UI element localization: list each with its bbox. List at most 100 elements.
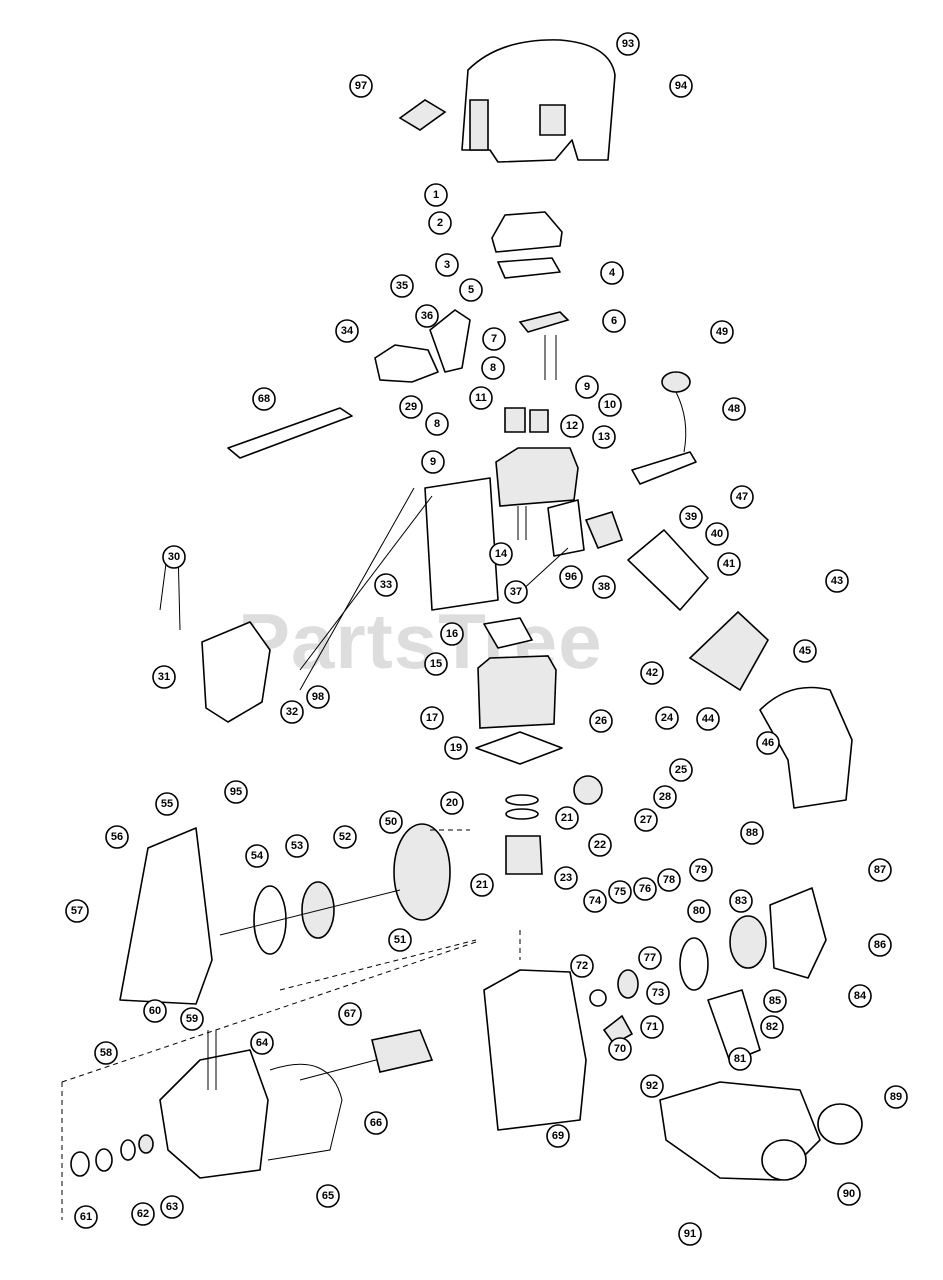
callout-79: 79 — [689, 858, 713, 882]
callout-number: 86 — [874, 939, 886, 951]
callout-number: 26 — [595, 715, 607, 727]
callout-56: 56 — [105, 825, 129, 849]
callout-number: 94 — [675, 80, 688, 92]
callout-47: 47 — [730, 485, 754, 509]
callout-circle — [608, 1037, 632, 1061]
callout-number: 57 — [71, 905, 83, 917]
callout-number: 41 — [723, 558, 735, 570]
callout-number: 8 — [434, 418, 440, 430]
callout-number: 58 — [100, 1047, 112, 1059]
callout-54: 54 — [245, 844, 269, 868]
callout-circle — [730, 485, 754, 509]
callout-circle — [687, 899, 711, 923]
callout-circle — [657, 868, 681, 892]
callout-8: 8 — [481, 356, 505, 380]
callout-97: 97 — [349, 74, 373, 98]
callout-63: 63 — [160, 1195, 184, 1219]
callout-5: 5 — [459, 278, 483, 302]
callout-2: 2 — [428, 211, 452, 235]
callout-number: 74 — [589, 895, 602, 907]
callout-circle — [250, 1031, 274, 1055]
callout-36: 36 — [415, 304, 439, 328]
callout-circle — [546, 1124, 570, 1148]
callout-number: 97 — [355, 80, 367, 92]
callout-number: 24 — [661, 712, 674, 724]
callout-number: 83 — [735, 895, 747, 907]
callout-circle — [316, 1184, 340, 1208]
callout-circle — [481, 356, 505, 380]
callout-circle — [756, 731, 780, 755]
callout-number: 64 — [256, 1037, 269, 1049]
callout-60: 60 — [143, 999, 167, 1023]
callout-number: 42 — [646, 667, 658, 679]
callout-number: 15 — [430, 658, 442, 670]
callout-circle — [554, 866, 578, 890]
callout-circle — [570, 954, 594, 978]
callout-circle — [504, 580, 528, 604]
callout-circle — [655, 706, 679, 730]
callout-57: 57 — [65, 899, 89, 923]
callout-circle — [459, 278, 483, 302]
callout-circle — [825, 569, 849, 593]
callout-circle — [717, 552, 741, 576]
callout-circle — [669, 758, 693, 782]
callout-circle — [868, 933, 892, 957]
callout-circle — [280, 700, 304, 724]
callout-circle — [424, 652, 448, 676]
callout-44: 44 — [696, 707, 720, 731]
callout-circle — [696, 707, 720, 731]
callout-21: 21 — [555, 806, 579, 830]
callout-circle — [640, 1074, 664, 1098]
callout-circle — [440, 622, 464, 646]
callout-circle — [364, 1111, 388, 1135]
callout-circle — [728, 1047, 752, 1071]
callout-70: 70 — [608, 1037, 632, 1061]
callout-23: 23 — [554, 866, 578, 890]
callout-number: 60 — [149, 1005, 161, 1017]
callout-number: 49 — [716, 326, 728, 338]
callout-circle — [848, 984, 872, 1008]
callout-number: 70 — [614, 1043, 626, 1055]
callout-number: 30 — [168, 551, 180, 563]
callout-circle — [560, 414, 584, 438]
callout-circle — [285, 834, 309, 858]
callout-number: 29 — [405, 401, 417, 413]
callout-circle — [793, 639, 817, 663]
callout-circle — [470, 873, 494, 897]
callout-13: 13 — [592, 425, 616, 449]
callout-28: 28 — [653, 785, 677, 809]
callout-94: 94 — [669, 74, 693, 98]
callout-circle — [435, 253, 459, 277]
callout-61: 61 — [74, 1205, 98, 1229]
callout-circle — [444, 736, 468, 760]
callout-52: 52 — [333, 825, 357, 849]
callout-number: 27 — [640, 814, 652, 826]
callout-number: 69 — [552, 1130, 564, 1142]
callout-circle — [646, 981, 670, 1005]
callout-number: 43 — [831, 575, 843, 587]
callout-circle — [722, 397, 746, 421]
callout-87: 87 — [868, 858, 892, 882]
callout-number: 37 — [510, 586, 522, 598]
callout-89: 89 — [884, 1085, 908, 1109]
callout-number: 46 — [762, 737, 774, 749]
callout-number: 38 — [598, 581, 610, 593]
callout-circle — [740, 821, 764, 845]
callout-circle — [669, 74, 693, 98]
callout-14: 14 — [489, 542, 513, 566]
callout-circle — [469, 386, 493, 410]
callout-circle — [482, 327, 506, 351]
callout-3: 3 — [435, 253, 459, 277]
callout-number: 35 — [396, 280, 408, 292]
callout-38: 38 — [592, 575, 616, 599]
callout-49: 49 — [710, 320, 734, 344]
callout-number: 1 — [433, 189, 439, 201]
callout-number: 92 — [646, 1080, 658, 1092]
callout-17: 17 — [420, 706, 444, 730]
callout-number: 12 — [566, 420, 578, 432]
callout-85: 85 — [763, 989, 787, 1013]
callout-number: 73 — [652, 987, 664, 999]
callout-number: 62 — [137, 1208, 149, 1220]
callout-number: 44 — [702, 713, 715, 725]
